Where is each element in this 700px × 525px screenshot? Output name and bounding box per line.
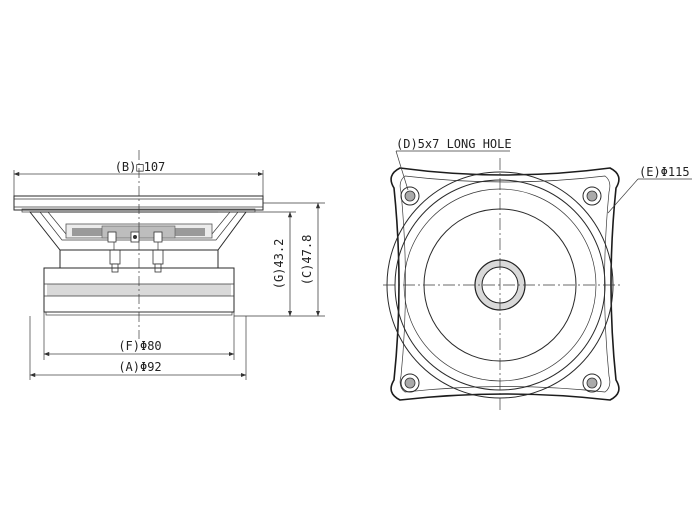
dimension-f-label: (F)Φ80: [118, 339, 161, 353]
dimension-g: (G)43.2: [272, 211, 293, 317]
speaker-basket: [28, 211, 247, 273]
dimension-g-label: (G)43.2: [272, 239, 286, 290]
front-frame-outer: [390, 167, 620, 401]
callout-d-label: (D)5x7 LONG HOLE: [396, 137, 512, 151]
dimension-b: (B)□107: [13, 158, 264, 205]
dimension-f: (F)Φ80: [43, 339, 235, 357]
front-view: (D)5x7 LONG HOLE (E)Φ115: [383, 137, 692, 412]
dimension-b-label: (B)□107: [115, 160, 166, 174]
mounting-hole-top-right: [582, 186, 602, 206]
mounting-hole-top-left: [400, 186, 420, 206]
callout-e: (E)Φ115: [607, 165, 692, 214]
dimension-c: (C)47.8: [300, 202, 321, 317]
mounting-hole-bottom-left: [400, 373, 420, 393]
dimension-a: (A)Φ92: [29, 360, 247, 378]
side-view: (B)□107: [13, 150, 325, 380]
frame-flange: [13, 195, 264, 213]
callout-e-label: (E)Φ115: [639, 165, 690, 179]
dimension-a-label: (A)Φ92: [118, 360, 161, 374]
callout-d: (D)5x7 LONG HOLE: [395, 137, 512, 191]
mounting-hole-bottom-right: [582, 373, 602, 393]
mounting-holes: [400, 186, 602, 393]
dimension-c-label: (C)47.8: [300, 235, 314, 286]
